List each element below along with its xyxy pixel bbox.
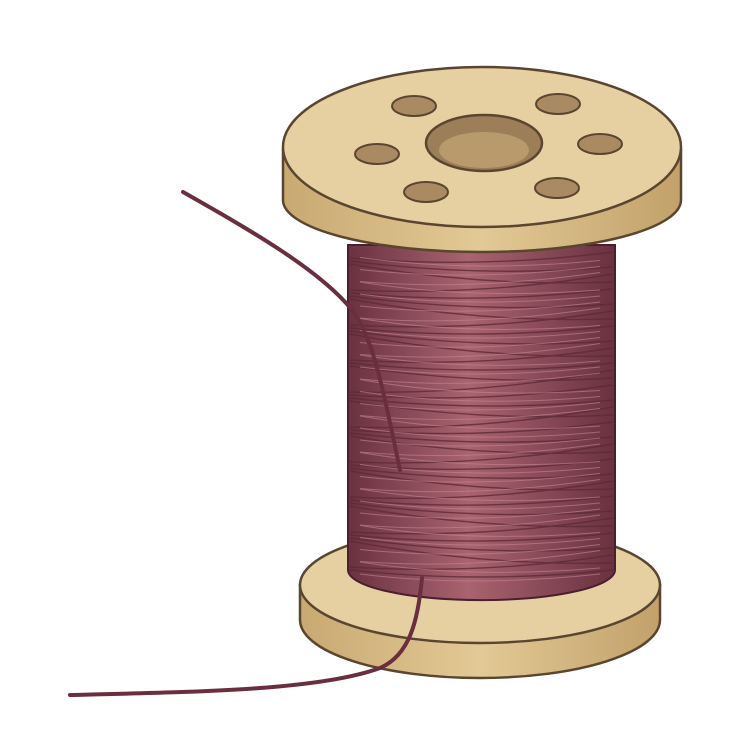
spool-hole <box>391 95 437 117</box>
thread-winding <box>349 298 614 321</box>
spool-hole <box>577 133 623 155</box>
thread-winding <box>349 467 614 480</box>
thread-highlight <box>359 464 601 474</box>
thread-winding <box>349 421 614 435</box>
thread-highlight <box>359 293 601 303</box>
thread-highlight <box>359 266 601 276</box>
thread-highlight <box>359 337 601 348</box>
thread-highlight <box>359 379 601 394</box>
thread-winding <box>349 537 614 552</box>
thread-highlight <box>359 330 601 339</box>
thread-highlight <box>359 307 601 322</box>
spool-hole <box>535 93 581 115</box>
thread-highlight <box>359 318 601 330</box>
thread-highlight <box>359 437 601 447</box>
thread-highlight <box>359 272 601 286</box>
thread-winding <box>349 362 614 371</box>
thread-winding <box>349 310 614 328</box>
thread-winding <box>349 288 614 299</box>
top-flange <box>281 65 683 254</box>
thread-winding <box>349 365 614 381</box>
spool-hole <box>534 177 580 199</box>
thread-highlight <box>359 452 601 466</box>
thread-highlight <box>359 473 601 483</box>
thread-winding <box>349 333 614 358</box>
thread-strand-top <box>181 190 402 472</box>
thread-winding <box>349 540 614 565</box>
thread-highlight <box>359 281 601 295</box>
thread-highlight <box>359 372 601 384</box>
thread-highlight <box>359 508 601 519</box>
thread-highlight <box>359 537 601 546</box>
thread-highlight <box>359 391 601 402</box>
thread-winding <box>349 480 614 499</box>
thread-winding <box>349 505 614 528</box>
spool-hole <box>354 143 400 165</box>
thread-highlight <box>359 443 601 457</box>
thread-highlight <box>359 479 601 493</box>
thread-highlight <box>359 514 601 529</box>
thread-winding <box>349 495 614 506</box>
thread-winding <box>349 273 614 292</box>
thread-winding <box>349 554 614 570</box>
thread-winding <box>349 517 614 535</box>
thread-highlight <box>359 366 601 375</box>
thread-body <box>347 244 616 602</box>
thread-highlight <box>359 544 601 555</box>
thread-highlight <box>359 354 601 366</box>
thread-highlight <box>359 561 601 573</box>
thread-winding <box>349 347 614 363</box>
spool-hole <box>403 181 449 203</box>
thread-winding <box>349 295 614 309</box>
thread-highlight <box>359 427 601 438</box>
thread-winding <box>349 406 614 429</box>
thread-strand-bottom <box>68 576 424 697</box>
thread-winding <box>349 260 614 273</box>
thread-highlight <box>359 488 601 502</box>
thread-highlight <box>359 550 601 565</box>
thread-winding <box>349 443 614 464</box>
thread-highlight <box>359 525 601 537</box>
thread-winding <box>349 470 614 491</box>
thread-winding <box>349 532 614 542</box>
thread-winding <box>349 435 614 454</box>
thread-winding <box>349 325 614 335</box>
thread-highlight <box>359 343 601 358</box>
thread-winding <box>349 263 614 284</box>
thread-highlight <box>359 301 601 312</box>
thread-highlight <box>359 573 601 582</box>
thread-winding <box>349 569 614 578</box>
thread-highlight <box>359 500 601 510</box>
thread-winding <box>349 330 614 345</box>
thread-winding <box>349 432 614 443</box>
thread-winding <box>349 502 614 516</box>
thread-highlight <box>359 257 601 267</box>
